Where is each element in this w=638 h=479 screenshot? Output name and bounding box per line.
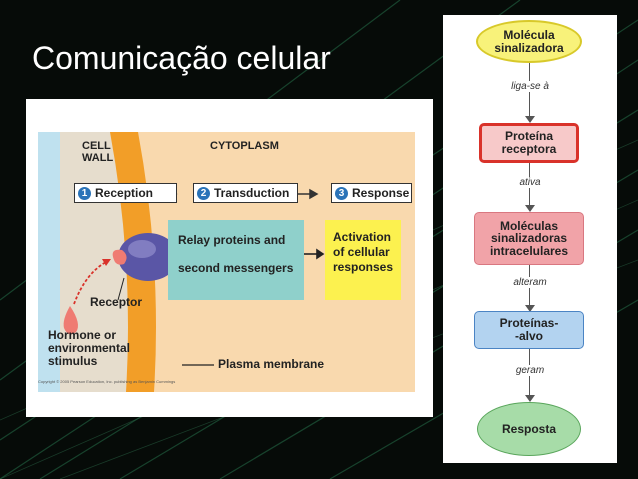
stage-label: Transduction	[214, 186, 290, 200]
relay-proteins-box: Relay proteins and second messengers	[168, 220, 304, 300]
activation-label: Activation of cellular responses	[333, 230, 394, 274]
cell-signaling-figure: CELL WALL CYTOPLASM 1 Reception 2 Transd…	[26, 99, 433, 417]
stage-number: 2	[197, 186, 210, 200]
node-intracellular-molecules: Moléculas sinalizadoras intracelulares	[474, 212, 584, 265]
stage-response: 3 Response	[331, 183, 412, 203]
plasma-membrane-label: Plasma membrane	[218, 357, 325, 371]
relay-proteins-label: Relay proteins and second messengers	[178, 233, 294, 275]
flow-arrowhead	[525, 305, 535, 312]
node-signaling-molecule: Molécula sinalizadora	[476, 20, 582, 63]
signaling-flowchart: liga-se à ativa alteram geram Molécula s…	[443, 15, 617, 463]
connector-label: alteram	[443, 277, 617, 288]
stage-number: 3	[335, 186, 348, 200]
stage-reception: 1 Reception	[74, 183, 177, 203]
flow-arrowhead	[525, 205, 535, 212]
connector-label: ativa	[443, 177, 617, 188]
copyright-notice: Copyright © 2005 Pearson Education, Inc.…	[38, 379, 176, 384]
hormone-label: Hormone or environmental stimulus	[48, 328, 131, 368]
activation-box: Activation of cellular responses	[325, 220, 401, 300]
slide-title: Comunicação celular	[32, 40, 331, 76]
stage-label: Response	[352, 186, 410, 200]
connector-label: geram	[443, 365, 617, 376]
connector-label: liga-se à	[443, 81, 617, 92]
hormone-drop	[63, 306, 78, 335]
stage-transduction: 2 Transduction	[193, 183, 298, 203]
stage-label: Reception	[95, 186, 154, 200]
cell-wall-region	[38, 132, 60, 392]
node-response: Resposta	[477, 402, 581, 456]
bound-hormone	[112, 249, 127, 265]
stage-number: 1	[78, 186, 91, 200]
figure-panel: CELL WALL CYTOPLASM 1 Reception 2 Transd…	[38, 132, 415, 392]
cytoplasm-label: CYTOPLASM	[210, 140, 279, 152]
node-receptor-protein: Proteína receptora	[479, 123, 579, 163]
cell-wall-label: CELL WALL	[82, 140, 114, 165]
receptor-label: Receptor	[90, 295, 143, 309]
flow-arrowhead	[525, 116, 535, 123]
node-target-proteins: Proteínas- -alvo	[474, 311, 584, 349]
flow-arrowhead	[525, 395, 535, 402]
